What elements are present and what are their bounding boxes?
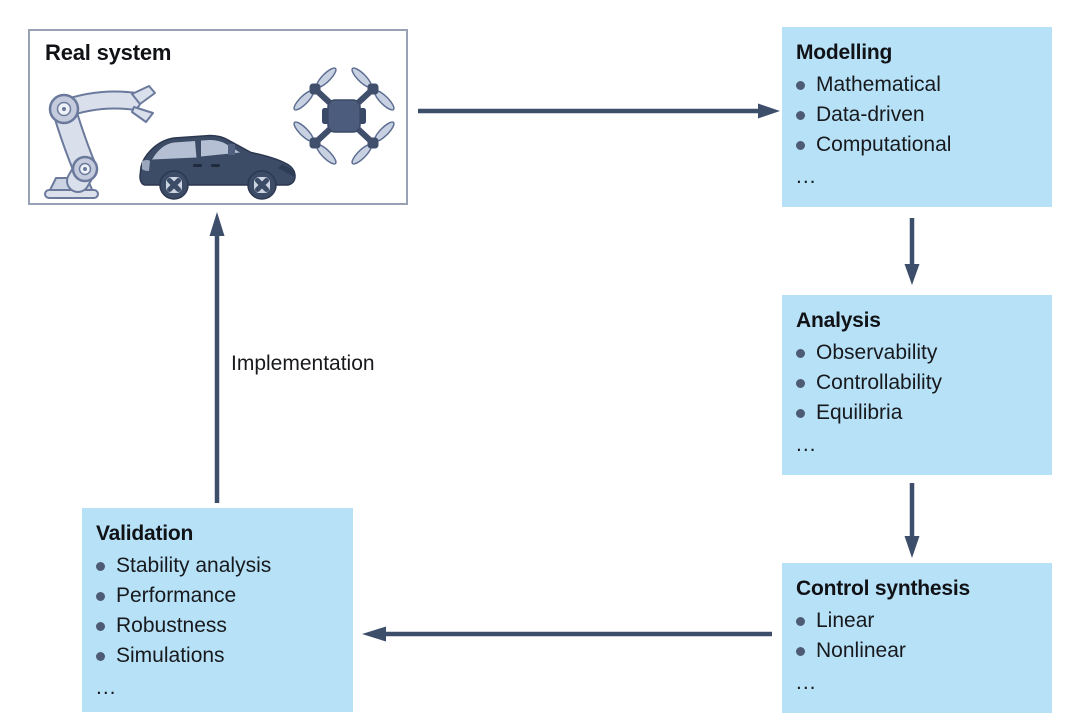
real-system-title: Real system	[45, 40, 172, 65]
bullet-icon	[796, 378, 805, 388]
list-item-label: Performance	[116, 584, 237, 607]
bullet-icon	[796, 348, 805, 358]
list-item: Linear	[796, 606, 1038, 636]
list-item-label: Linear	[816, 609, 875, 632]
list-item-label: Mathematical	[816, 73, 941, 96]
bullet-icon	[796, 80, 805, 90]
bullet-icon	[796, 646, 805, 656]
list-item-label: Data-driven	[816, 103, 925, 126]
bullet-icon	[96, 591, 105, 601]
bullet-icon	[796, 408, 805, 418]
list-item: Observability	[796, 338, 1038, 368]
bullet-icon	[796, 140, 805, 150]
list-item: Data-driven	[796, 100, 1038, 130]
arrow-validation-to-realsystem	[209, 212, 225, 503]
list-item: Robustness	[96, 611, 339, 641]
list-item: Simulations	[96, 641, 339, 671]
bullet-icon	[796, 110, 805, 120]
ellipsis-label: ...	[796, 165, 817, 188]
arrow-controlsynthesis-to-validation	[362, 626, 772, 642]
drone-icon	[293, 61, 395, 171]
list-item-label: Nonlinear	[816, 639, 906, 662]
ellipsis-label: ...	[96, 676, 117, 699]
arrow-analysis-to-controlsynthesis	[904, 483, 920, 558]
real-system-box: Real system	[28, 29, 408, 205]
analysis-box: Analysis Observability Controllability E…	[782, 295, 1052, 475]
list-item-label: Computational	[816, 133, 952, 156]
bullet-icon	[96, 561, 105, 571]
modelling-title: Modelling	[796, 41, 893, 64]
list-item: Nonlinear	[796, 636, 1038, 666]
list-item-label: Controllability	[816, 371, 943, 394]
car-icon	[138, 131, 298, 201]
implementation-label: Implementation	[231, 352, 375, 375]
list-item: Performance	[96, 581, 339, 611]
list-item-label: Equilibria	[816, 401, 903, 424]
list-item: Controllability	[796, 368, 1038, 398]
arrow-modelling-to-analysis	[904, 218, 920, 285]
bullet-icon	[796, 616, 805, 626]
list-item-label: Observability	[816, 341, 938, 364]
bullet-icon	[96, 621, 105, 631]
list-item: Equilibria	[796, 398, 1038, 428]
list-item: Computational	[796, 130, 1038, 160]
modelling-box: Modelling Mathematical Data-driven Compu…	[782, 27, 1052, 207]
control-synthesis-box: Control synthesis Linear Nonlinear ...	[782, 563, 1052, 713]
arrow-realsystem-to-modelling	[418, 103, 780, 119]
control-synthesis-title: Control synthesis	[796, 577, 970, 600]
bullet-icon	[96, 651, 105, 661]
validation-box: Validation Stability analysis Performanc…	[82, 508, 353, 712]
list-item: Stability analysis	[96, 551, 339, 581]
ellipsis-label: ...	[796, 671, 817, 694]
list-item-label: Stability analysis	[116, 554, 272, 577]
list-item-label: Robustness	[116, 614, 227, 637]
analysis-title: Analysis	[796, 309, 881, 332]
list-item: Mathematical	[796, 70, 1038, 100]
ellipsis-label: ...	[796, 433, 817, 456]
list-item-label: Simulations	[116, 644, 225, 667]
robot-arm-icon	[32, 77, 182, 201]
validation-title: Validation	[96, 522, 194, 545]
